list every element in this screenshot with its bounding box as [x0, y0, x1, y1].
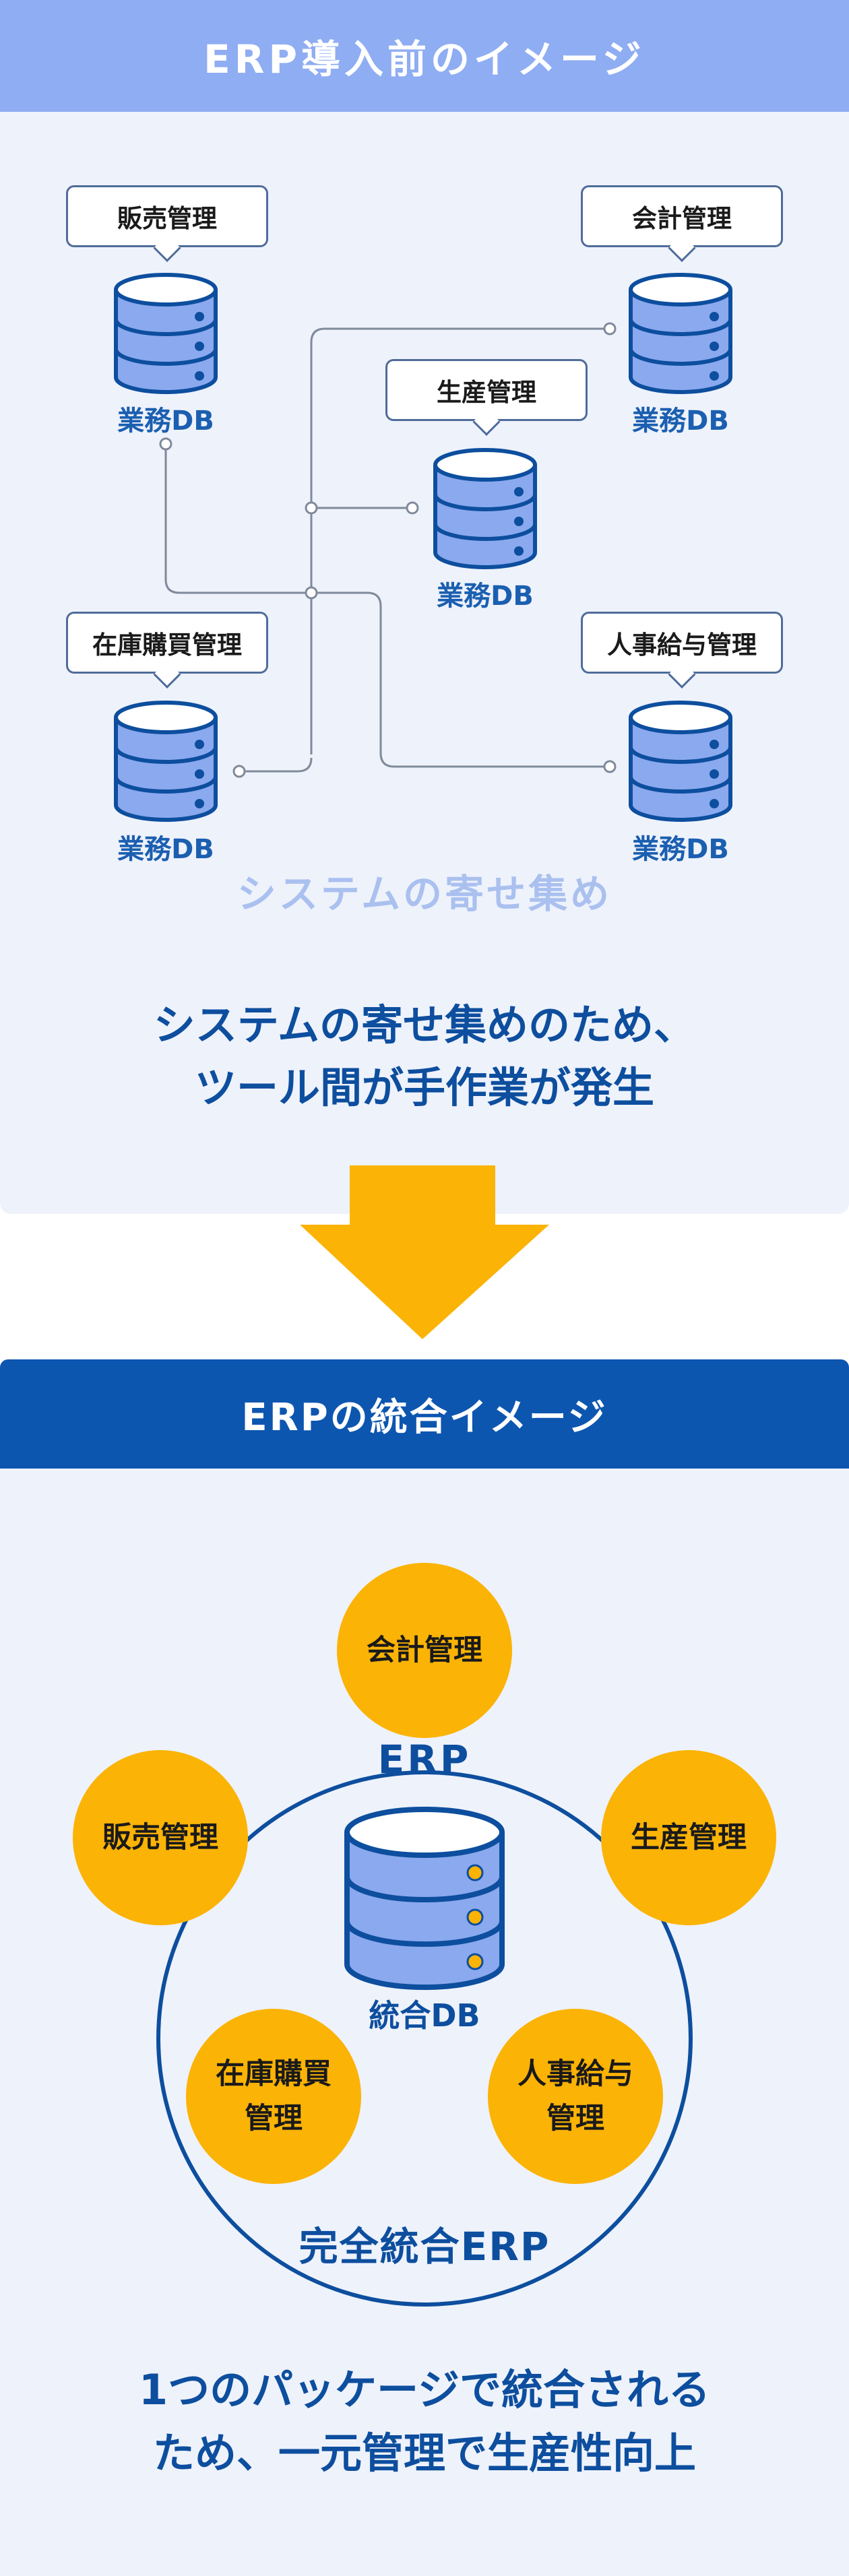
connector-node [305, 586, 318, 600]
db-label-accounting: 業務DB [632, 406, 729, 437]
system-callout-accounting: 会計管理 [581, 185, 783, 247]
connector-node [305, 501, 318, 515]
system-callout-sales: 販売管理 [66, 185, 268, 247]
before-erp-header: ERP導入前のイメージ [0, 0, 849, 112]
db-label-inventory: 業務DB [117, 834, 214, 865]
database-icon [116, 703, 216, 820]
module-label: 生産管理 [631, 1821, 747, 1855]
central-db-label: 統合DB [369, 1997, 480, 2034]
after-erp-header: ERPの統合イメージ [0, 1359, 849, 1469]
connector-sales [164, 444, 311, 594]
erp-subtitle: 完全統合ERP [298, 2224, 551, 2269]
connector-trunk [310, 327, 610, 754]
down-arrow-icon [300, 1165, 549, 1339]
central-database-icon [344, 1807, 505, 1990]
diagram-caption: システムの寄せ集め [237, 871, 612, 917]
system-callout-hr: 人事給与管理 [581, 612, 783, 674]
connector-node [406, 501, 419, 515]
database-icon [435, 450, 535, 567]
before-summary-line2: ツール間が手作業が発生 [194, 1063, 654, 1112]
db-label-production: 業務DB [437, 581, 534, 612]
erp-integration-diagram [156, 1770, 693, 2307]
module-label-line1: 人事給与 [517, 2057, 633, 2091]
system-callout-production: 生産管理 [385, 359, 588, 421]
system-connection-diagram [0, 0, 849, 1214]
connector-node [603, 760, 617, 773]
after-erp-panel: ERPの統合イメージ ERP 統合DB 会計管理 販売管理 生産管理 在庫購買 … [0, 1359, 849, 2576]
module-label-line2: 管理 [245, 2102, 303, 2135]
module-sales: 販売管理 [73, 1750, 248, 1925]
connector-node [232, 765, 246, 778]
module-inventory: 在庫購買 管理 [186, 2009, 361, 2184]
integration-ring [156, 1770, 693, 2307]
after-summary-line2: ため、一元管理で生産性向上 [152, 2428, 696, 2478]
database-icon [116, 275, 216, 392]
module-label-line1: 在庫購買 [216, 2057, 332, 2091]
connector-node [603, 322, 617, 335]
module-hr: 人事給与 管理 [488, 2009, 663, 2184]
module-label: 会計管理 [367, 1634, 482, 1667]
system-callout-inventory: 在庫購買管理 [66, 612, 268, 674]
database-icon [631, 703, 730, 820]
module-label: 販売管理 [102, 1821, 218, 1855]
connector-inventory [239, 757, 313, 773]
connector-hr [311, 591, 610, 768]
module-label-line2: 管理 [546, 2102, 604, 2135]
db-label-hr: 業務DB [632, 834, 729, 865]
db-label-sales: 業務DB [117, 406, 214, 437]
connector-node [159, 437, 172, 451]
module-accounting: 会計管理 [337, 1563, 512, 1738]
erp-center-title: ERP [377, 1737, 472, 1782]
database-icon [631, 275, 730, 392]
before-erp-panel: ERP導入前のイメージ [0, 0, 849, 1214]
module-production: 生産管理 [601, 1750, 776, 1925]
before-summary-line1: システムの寄せ集めのため、 [153, 1000, 696, 1050]
after-summary-line1: 1つのパッケージで統合される [139, 2365, 710, 2414]
